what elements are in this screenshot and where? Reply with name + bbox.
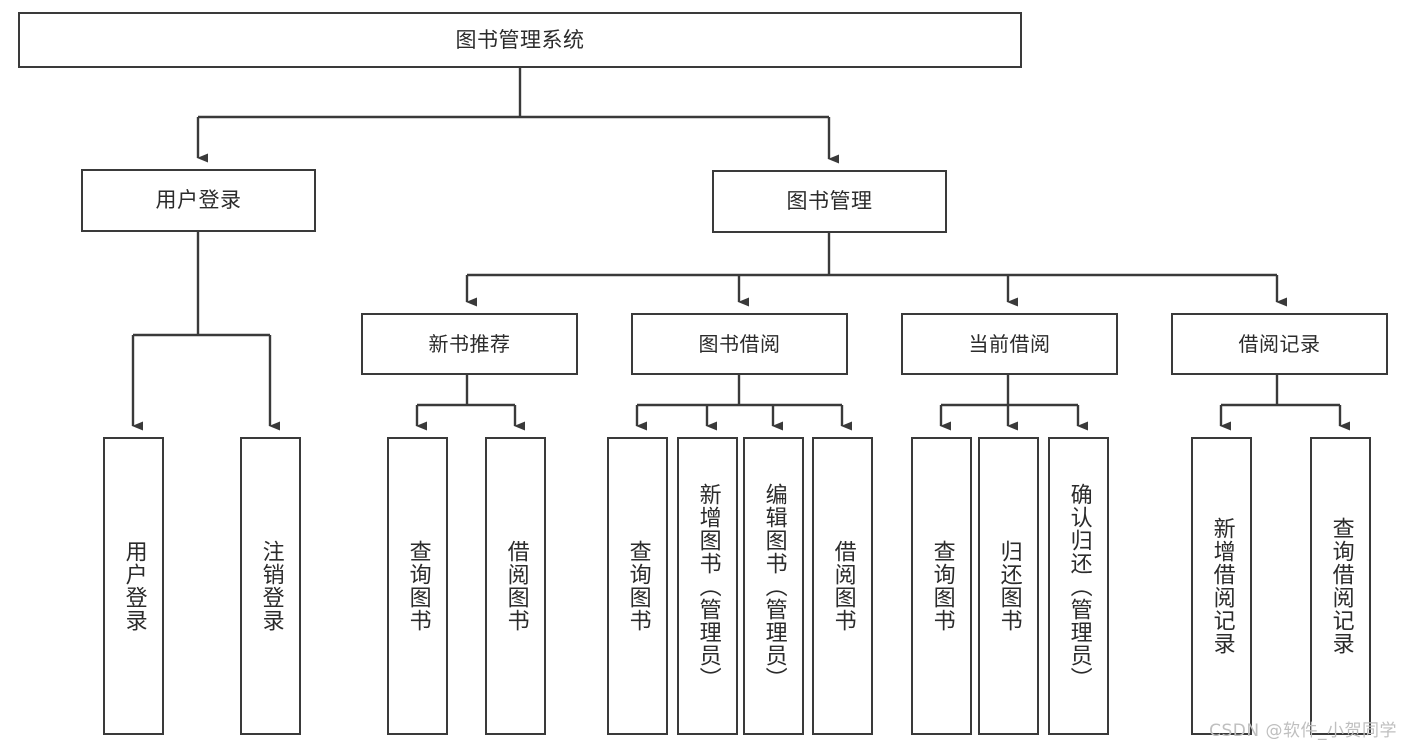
leaf-query-borrow-record[interactable]: 查询借阅记录	[1310, 437, 1371, 735]
node-label: 用户登录	[155, 188, 242, 213]
leaf-logout[interactable]: 注销登录	[240, 437, 301, 735]
node-label: 查询图书	[929, 540, 955, 632]
node-label: 新增借阅记录	[1209, 517, 1235, 655]
node-label: 查询借阅记录	[1328, 517, 1354, 655]
leaf-return-book[interactable]: 归还图书	[978, 437, 1039, 735]
leaf-add-borrow-record[interactable]: 新增借阅记录	[1191, 437, 1252, 735]
leaf-borrow-book-recommend[interactable]: 借阅图书	[485, 437, 546, 735]
node-label: 图书管理	[786, 189, 873, 214]
node-label: 借阅记录	[1238, 331, 1321, 356]
node-new-book-recommend[interactable]: 新书推荐	[361, 313, 578, 375]
node-borrow-record[interactable]: 借阅记录	[1171, 313, 1388, 375]
leaf-query-book-borrow[interactable]: 查询图书	[607, 437, 668, 735]
leaf-add-book-admin[interactable]: 新增图书（管理员）	[677, 437, 738, 735]
node-label: 查询图书	[625, 540, 651, 632]
node-root-system[interactable]: 图书管理系统	[18, 12, 1022, 68]
node-label: 归还图书	[996, 540, 1022, 632]
node-label: 注销登录	[258, 540, 284, 632]
node-user-login[interactable]: 用户登录	[81, 169, 316, 232]
leaf-query-book-current[interactable]: 查询图书	[911, 437, 972, 735]
node-label: 新书推荐	[428, 331, 511, 356]
leaf-query-book-recommend[interactable]: 查询图书	[387, 437, 448, 735]
node-label: 新增图书（管理员）	[695, 482, 721, 690]
node-label: 查询图书	[405, 540, 431, 632]
leaf-confirm-return-admin[interactable]: 确认归还（管理员）	[1048, 437, 1109, 735]
node-label: 用户登录	[121, 540, 147, 632]
node-label: 当前借阅	[968, 331, 1051, 356]
node-current-borrow[interactable]: 当前借阅	[901, 313, 1118, 375]
node-label: 编辑图书（管理员）	[761, 482, 787, 690]
node-label: 借阅图书	[830, 540, 856, 632]
leaf-user-login[interactable]: 用户登录	[103, 437, 164, 735]
node-book-borrow[interactable]: 图书借阅	[631, 313, 848, 375]
node-label: 确认归还（管理员）	[1066, 482, 1092, 690]
node-book-management[interactable]: 图书管理	[712, 170, 947, 233]
node-label: 图书借阅	[698, 331, 781, 356]
node-label: 图书管理系统	[455, 27, 585, 52]
leaf-edit-book-admin[interactable]: 编辑图书（管理员）	[743, 437, 804, 735]
leaf-borrow-book[interactable]: 借阅图书	[812, 437, 873, 735]
csdn-watermark: CSDN @软件_小贺同学	[1209, 721, 1397, 741]
node-label: 借阅图书	[503, 540, 529, 632]
